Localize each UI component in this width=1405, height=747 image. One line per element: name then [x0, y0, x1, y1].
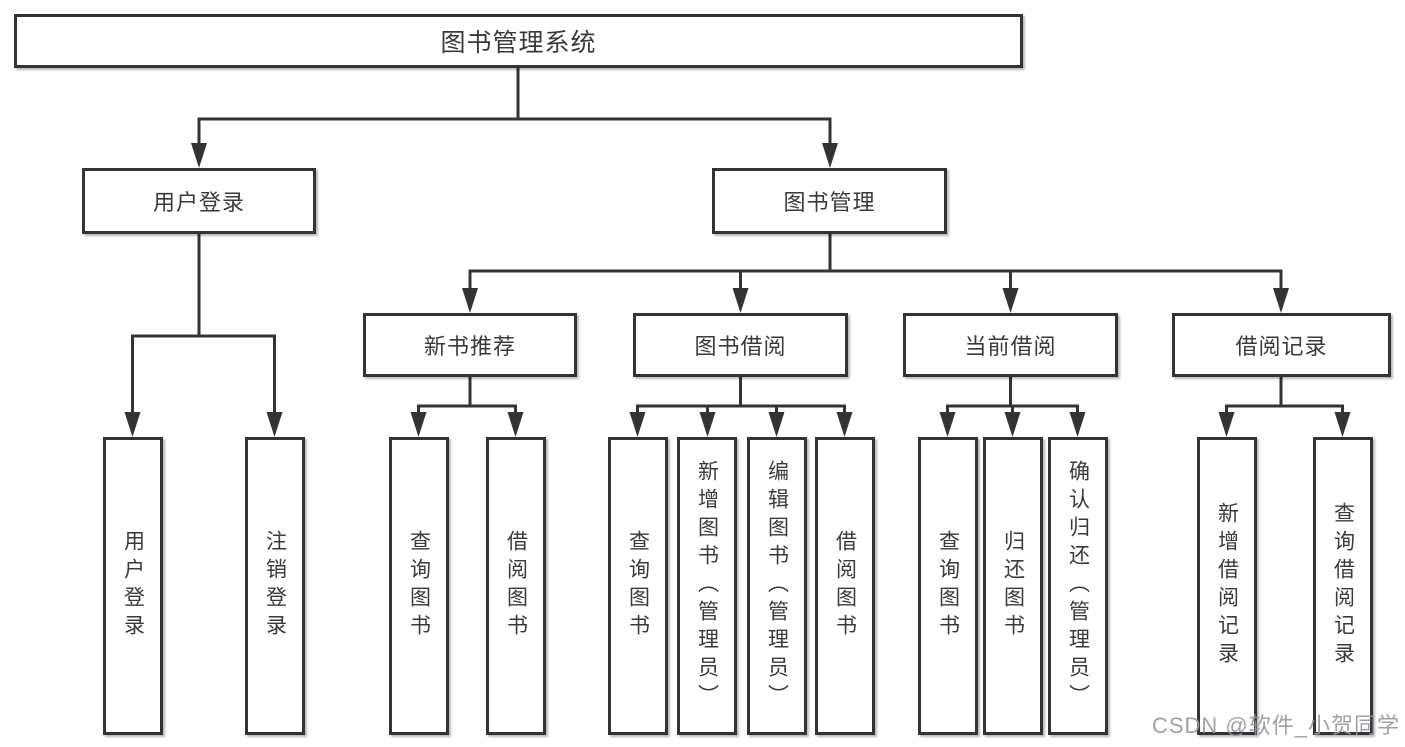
node-book-borrow: 图书借阅: [633, 313, 848, 377]
node-current-borrow-label: 当前借阅: [964, 334, 1057, 359]
leaf-newrec-query-book: 查询图书: [389, 437, 449, 735]
node-library-system: 图书管理系统: [14, 14, 1023, 68]
leaf-newrec-query-book-label: 查询图书: [407, 530, 431, 642]
leaf-borrow-edit-book-admin: 编辑图书（管理员）: [747, 437, 807, 735]
leaf-borrow-query-book: 查询图书: [608, 437, 668, 735]
leaf-current-query-book: 查询图书: [918, 437, 978, 735]
leaf-logout-login: 注销登录: [245, 437, 305, 735]
leaf-records-add-record: 新增借阅记录: [1197, 437, 1257, 735]
connector-arrowheads: [124, 143, 1351, 437]
node-user-login: 用户登录: [82, 168, 316, 234]
leaf-current-return-book-label: 归还图书: [1001, 530, 1025, 642]
leaf-borrow-borrow-book-label: 借阅图书: [833, 530, 857, 642]
leaf-current-query-book-label: 查询图书: [936, 530, 960, 642]
leaf-newrec-borrow-book-label: 借阅图书: [504, 530, 528, 642]
node-new-book-recommend: 新书推荐: [363, 313, 577, 377]
node-library-system-label: 图书管理系统: [440, 29, 597, 57]
csdn-watermark: CSDN @软件_小贺同学: [1151, 713, 1400, 738]
node-book-borrow-label: 图书借阅: [694, 334, 787, 359]
node-user-login-label: 用户登录: [152, 190, 245, 215]
node-book-management: 图书管理: [712, 168, 947, 234]
leaf-current-return-book: 归还图书: [983, 437, 1043, 735]
leaf-user-login: 用户登录: [103, 437, 163, 735]
leaf-borrow-edit-book-admin-label: 编辑图书（管理员）: [765, 460, 789, 712]
node-borrow-records-label: 借阅记录: [1235, 334, 1328, 359]
leaf-user-login-label: 用户登录: [121, 530, 145, 642]
leaf-records-query-record-label: 查询借阅记录: [1331, 502, 1355, 670]
leaf-records-add-record-label: 新增借阅记录: [1215, 502, 1239, 670]
leaf-current-confirm-return-admin: 确认归还（管理员）: [1048, 437, 1108, 735]
leaf-current-confirm-return-admin-label: 确认归还（管理员）: [1066, 460, 1090, 712]
node-book-management-label: 图书管理: [783, 190, 876, 215]
node-new-book-recommend-label: 新书推荐: [423, 334, 516, 359]
leaf-records-query-record: 查询借阅记录: [1313, 437, 1373, 735]
leaf-newrec-borrow-book: 借阅图书: [486, 437, 546, 735]
leaf-borrow-add-book-admin-label: 新增图书（管理员）: [695, 460, 719, 712]
leaf-logout-login-label: 注销登录: [263, 530, 287, 642]
node-current-borrow: 当前借阅: [903, 313, 1118, 377]
leaf-borrow-query-book-label: 查询图书: [626, 530, 650, 642]
node-borrow-records: 借阅记录: [1172, 313, 1391, 377]
leaf-borrow-add-book-admin: 新增图书（管理员）: [677, 437, 737, 735]
leaf-borrow-borrow-book: 借阅图书: [815, 437, 875, 735]
